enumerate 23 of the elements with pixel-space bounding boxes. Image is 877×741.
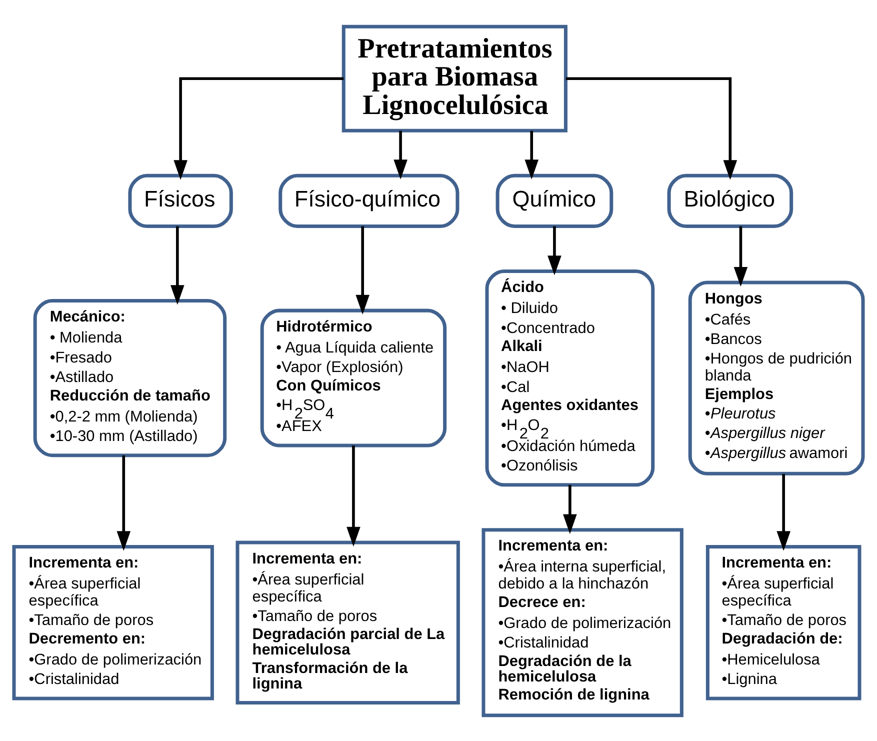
arrow xyxy=(394,130,408,179)
node-box: Químico xyxy=(496,173,614,228)
arrow xyxy=(563,484,577,534)
node-box: Incrementa en: •Área superficial específica •Tamaño de poros Degradación parcial de La hemicelulosa Transformación de la lignina xyxy=(236,540,460,704)
arrow xyxy=(356,226,370,314)
node-box: Mecánico: • Molienda •Fresado •Astillado Reducción de tamaño •0,2-2 mm (Molienda) •10-30 mm (Astillado) xyxy=(33,298,227,457)
node-box: Incrementa en: •Área interna superficial, debido a la hinchazón Decrece en: •Grado de polimerización •Cristalinidad Degradación de la hemicelulosa Remoción de lignina xyxy=(482,528,684,717)
node-box: Biológico xyxy=(667,173,794,228)
node-box: Físicos xyxy=(128,173,233,228)
arrow xyxy=(524,130,539,179)
arrow xyxy=(776,474,790,550)
arrow xyxy=(548,226,562,275)
node-box: Incrementa en: •Área superficial específica •Tamaño de poros Degradación de: •Hemicelulosa •Lignina xyxy=(706,544,862,700)
arrow xyxy=(174,76,344,180)
arrow xyxy=(566,76,738,180)
arrow xyxy=(170,226,184,304)
arrow xyxy=(346,445,360,546)
node-box: Físico-químico xyxy=(278,173,460,228)
arrow xyxy=(116,454,131,550)
node-box: Incrementa en: •Área superficial específica •Tamaño de poros Decremento en: •Grado de polimerización •Cristalinidad xyxy=(12,544,214,700)
arrow xyxy=(734,226,748,286)
node-box: Pretratamientos para Biomasa Lignocelulósica xyxy=(342,24,568,132)
node-box: Hongos •Cafés •Bancos •Hongos de pudrición blanda Ejemplos •Pleurotus •Aspergillus niger •Aspergillus awamori xyxy=(688,280,865,475)
